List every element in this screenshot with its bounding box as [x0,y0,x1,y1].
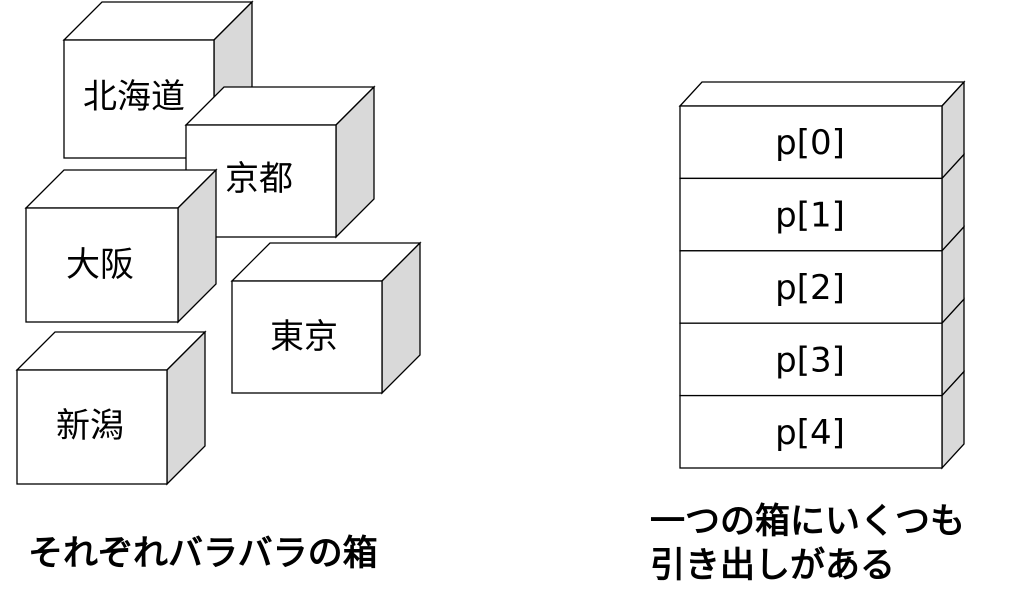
box-label: 京都 [225,159,293,199]
drawer-front [679,250,943,324]
box-front-face [25,207,179,323]
box-4: 東京 [230,241,422,395]
drawer-label: p[4] [775,413,845,453]
caption-line-2: 引き出しがある [650,546,896,586]
drawer-label: p[2] [775,268,845,308]
box-label: 大阪 [66,245,134,285]
caption-drawer-cabinet: 一つの箱にいくつも 引き出しがある [650,500,965,588]
box-5: 新潟 [15,330,207,486]
drawer-front [679,394,943,469]
drawer-4: p[4] [679,369,965,470]
drawer-front [679,105,943,180]
box-2: 京都 [184,85,376,239]
box-front-face [16,369,168,485]
drawer-label: p[0] [775,123,845,163]
box-label: 北海道 [83,77,185,117]
drawer-label: p[3] [775,340,845,380]
box-3: 大阪 [24,168,218,324]
drawer-cabinet: p[0] p[1] p[2] p[3] p[4] [678,80,966,470]
drawer-1: p[1] [679,152,965,253]
drawer-3: p[3] [679,297,965,398]
box-front-face [231,280,383,394]
drawer-2: p[2] [679,225,965,325]
cabinet-top-face [678,81,966,107]
caption-separate-boxes: それぞれバラバラの箱 [28,534,378,574]
drawer-front [679,177,943,252]
box-label: 東京 [270,317,338,357]
box-label: 新潟 [56,406,124,446]
caption-line-1: 一つの箱にいくつも [650,502,966,542]
drawer-label: p[1] [775,196,845,236]
drawer-0: p[0] [679,80,965,181]
